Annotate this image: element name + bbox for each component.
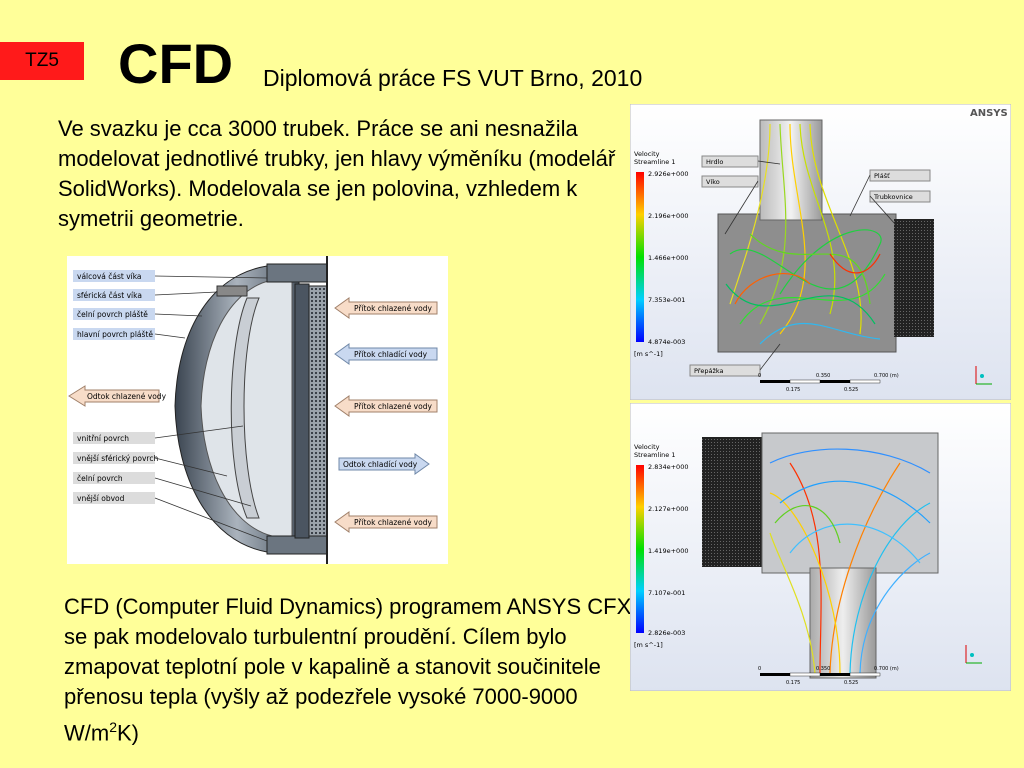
label-valcova-cast: válcová část víka: [77, 272, 142, 281]
legend-title-1: Velocity: [634, 150, 660, 158]
legend-unit-2: [m s^-1]: [634, 641, 663, 649]
label-odtok-chlazene-vody: Odtok chlazené vody: [87, 392, 167, 401]
label-celni-povrch-plaste: čelní povrch pláště: [77, 310, 148, 319]
callout-hrdlo: Hrdlo: [706, 158, 723, 166]
label-celni-povrch: čelní povrch: [77, 474, 123, 483]
cfd-simulation-top: ANSYS Velocity Streamline 1 2.926e+000 2…: [629, 103, 1012, 401]
slide-tag: TZ5: [0, 42, 84, 80]
heat-exchanger-diagram: válcová část víka sférická část víka čel…: [67, 256, 448, 564]
label-stericka-cast: sférická část víka: [77, 291, 142, 300]
arrow-odtok-chladici: Odtok chladící vody: [343, 460, 418, 469]
label-vnejsi-obvod: vnější obvod: [77, 494, 125, 503]
scale-2-top-0: 0: [758, 666, 761, 672]
legend-value-1-2: 1.466e+000: [648, 254, 688, 262]
superscript-2: 2: [109, 719, 117, 735]
axis-triad-icon-2: [965, 645, 982, 664]
label-hlavni-povrch-plaste: hlavní povrch pláště: [77, 330, 153, 339]
arrow-pritok-chladici: Přítok chladící vody: [354, 350, 428, 359]
legend-value-1-1: 2.196e+000: [648, 212, 688, 220]
legend-value-1-3: 7.353e-001: [648, 296, 685, 304]
scale-1-top-0: 0: [758, 373, 761, 379]
legend-value-1-4: 4.874e-003: [648, 338, 685, 346]
cfd-streamline-render-2: Velocity Streamline 1 2.834e+000 2.127e+…: [629, 402, 1012, 692]
arrow-pritok-chlazene-3: Přítok chlazené vody: [354, 518, 432, 527]
scale-2-bottom-0: 0.175: [786, 680, 800, 686]
cfd-simulation-bottom: Velocity Streamline 1 2.834e+000 2.127e+…: [629, 402, 1012, 692]
paragraph-cfd: CFD (Computer Fluid Dynamics) programem …: [64, 592, 654, 748]
paragraph-geometry: Ve svazku je cca 3000 trubek. Práce se a…: [58, 116, 616, 231]
scale-1-bottom-1: 0.525: [844, 387, 858, 393]
legend-subtitle-1: Streamline 1: [634, 158, 675, 166]
paragraph-cfd-end: K): [117, 720, 139, 746]
slide-subtitle: Diplomová práce FS VUT Brno, 2010: [263, 65, 643, 91]
legend-value-2-0: 2.834e+000: [648, 463, 688, 471]
scale-2-bottom-1: 0.525: [844, 680, 858, 686]
legend-value-2-1: 2.127e+000: [648, 505, 688, 513]
legend-value-2-2: 1.419e+000: [648, 547, 688, 555]
slide-title: CFD: [118, 32, 234, 95]
ansys-logo: ANSYS: [970, 108, 1008, 119]
scale-1-bottom-0: 0.175: [786, 387, 800, 393]
axis-triad-icon: [975, 366, 992, 385]
scale-1-top-1: 0.350: [816, 373, 830, 379]
callout-viko: Víko: [706, 178, 720, 186]
callout-prepazka: Přepážka: [694, 367, 724, 375]
label-vnejsi-stericky: vnější sférický povrch: [77, 454, 158, 463]
arrow-pritok-chlazene-2: Přítok chlazené vody: [354, 402, 432, 411]
arrow-pritok-chlazene-1: Přítok chlazené vody: [354, 304, 432, 313]
callout-plast: Plášť: [874, 171, 890, 180]
legend-title-2: Velocity: [634, 443, 660, 451]
legend-unit-1: [m s^-1]: [634, 350, 663, 358]
legend-value-1-0: 2.926e+000: [648, 170, 688, 178]
legend-value-2-3: 7.107e-001: [648, 589, 685, 597]
scale-1-top-2: 0.700 (m): [874, 373, 899, 379]
legend-value-2-4: 2.826e-003: [648, 629, 685, 637]
legend-subtitle-2: Streamline 1: [634, 451, 675, 459]
callout-trubkovnice: Trubkovnice: [873, 193, 913, 201]
scale-2-top-2: 0.700 (m): [874, 666, 899, 672]
label-vnitrni-povrch: vnitřní povrch: [77, 434, 129, 443]
paragraph-cfd-text: CFD (Computer Fluid Dynamics) programem …: [64, 594, 632, 746]
cfd-streamline-render-1: ANSYS Velocity Streamline 1 2.926e+000 2…: [629, 103, 1012, 401]
diagram-drawing: válcová část víka sférická část víka čel…: [68, 256, 438, 564]
scale-2-top-1: 0.350: [816, 666, 830, 672]
